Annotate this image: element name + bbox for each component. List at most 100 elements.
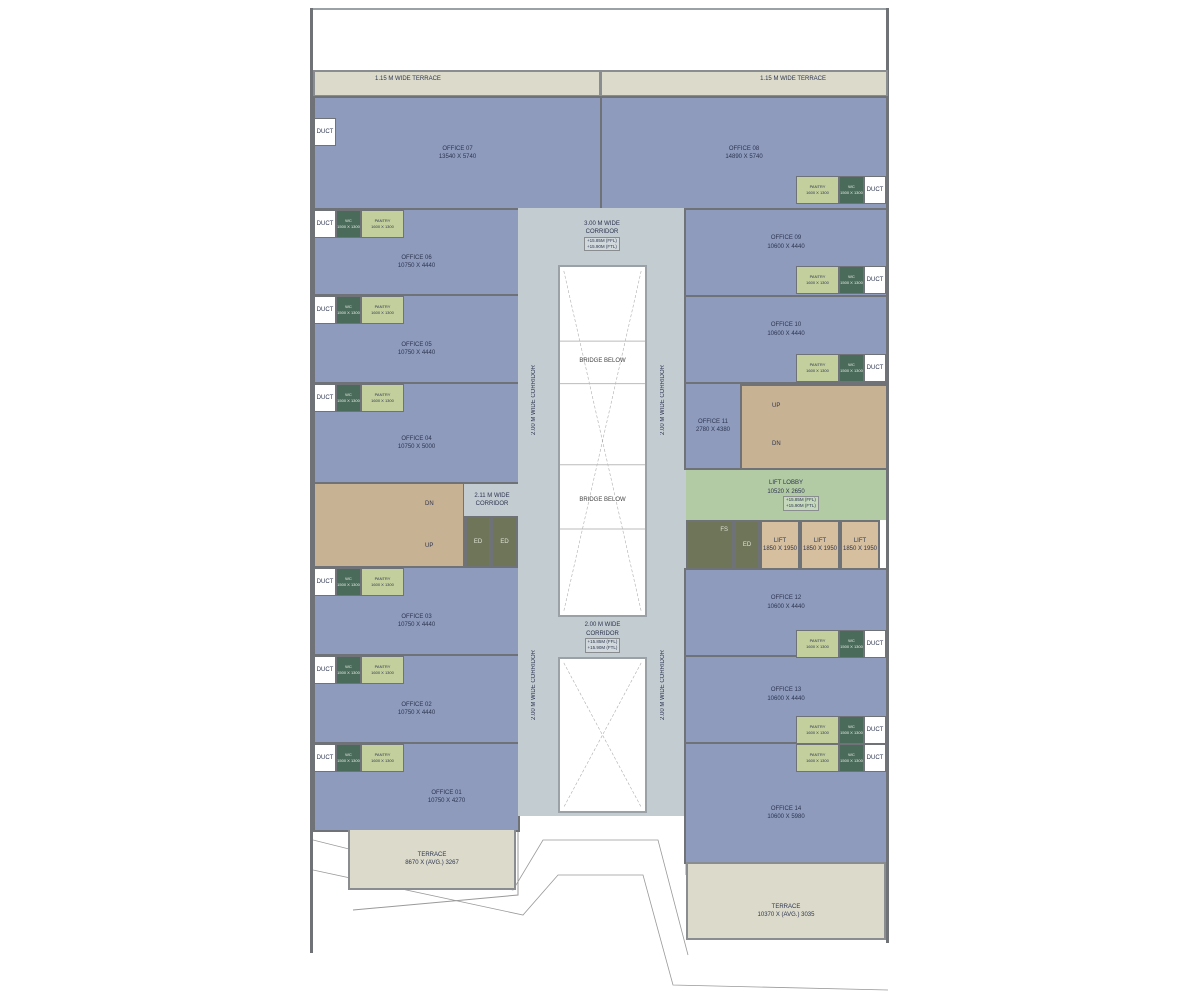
room-size: 1600 X 1300 [806,644,829,649]
room-size: 1600 X 1300 [806,758,829,763]
corridor-label: 2.00 M WIDE CORRIDOR [531,364,537,435]
duct-room: DUCT [864,176,886,204]
electrical-duct-1: ED [465,516,491,568]
room-label: WC [345,218,352,224]
room-size: 1500 X 1300 [840,368,863,373]
office-name: OFFICE 01 [431,789,462,796]
terrace-top-left: 1.15 M WIDE TERRACE [313,70,601,97]
room-label: WC [345,304,352,310]
room-size: 1500 X 1300 [337,670,360,675]
room-label: DUCT [316,128,334,135]
room-size: 1500 X 1300 [840,190,863,195]
duct-room: DUCT [864,266,886,294]
office-name: OFFICE 13 [770,687,802,694]
room-size: 1600 X 1300 [371,224,394,229]
level-marker: +15.85M (FFL)+15.90M (FTL) [584,236,620,252]
room-label: DUCT [316,220,334,227]
terrace-label: 1.15 M WIDE TERRACE [375,76,441,82]
terrace-size: 8670 X (AVG.) 3267 [405,860,459,866]
duct-room: DUCT [314,568,336,596]
duct-room: DUCT [314,656,336,684]
office-size: 10600 X 5980 [767,814,805,820]
room-label: PANTRY [374,576,391,582]
room-label: WC [848,274,855,280]
room-label: DUCT [316,306,334,313]
office-name: OFFICE 08 [728,145,760,152]
corridor-label: 2.00 M WIDE CORRIDOR [659,364,666,435]
corridor-label: 2.00 M WIDE CORRIDOR [584,622,621,637]
lift-size: 1850 X 1950 [802,546,838,552]
level-marker: +15.85M (FFL)+15.90M (FTL) [584,638,621,653]
corridor-label: 2.11 M WIDE CORRIDOR [474,492,510,507]
office-size: 14890 X 5740 [725,154,763,160]
room-label: WC [848,752,855,758]
duct-room: DUCT [864,716,886,744]
level-ffl: +15.85M (FFL) [786,497,816,503]
office-name: OFFICE 05 [401,341,432,348]
office-size: 10600 X 4440 [767,330,805,337]
office-size: 10600 X 4440 [767,243,805,250]
office-size: 10600 X 4440 [767,695,805,702]
room-label: PANTRY [374,752,391,758]
room-label: DUCT [316,578,334,585]
room-size: 1500 X 1300 [337,758,360,763]
fire-shaft: FS [686,520,734,570]
room-size: 1500 X 1300 [337,582,360,587]
room-label: PANTRY [809,274,826,280]
room-size: 1600 X 1300 [371,758,394,763]
stair-up-label: UP [425,543,434,549]
office-name: OFFICE 14 [770,805,802,812]
office-size: 2780 X 4380 [695,427,731,433]
corridor-3m: 3.00 M WIDE CORRIDOR +15.85M (FFL)+15.90… [518,210,686,265]
level-ftl: +15.90M (FTL) [587,645,618,651]
duct-room: DUCT [864,744,886,772]
corridor-right-lower: 2.00 M WIDE CORRIDOR [647,615,686,755]
office-size: 10600 X 4440 [767,603,805,610]
duct-room: DUCT [314,384,336,412]
atrium-void-lower [558,657,647,813]
stair-down-label: DN [772,441,781,447]
corridor-label: 2.00 M WIDE CORRIDOR [659,649,666,720]
room-size: 1600 X 1300 [371,398,394,403]
room-label: WC [848,362,855,368]
level-ffl: +15.85M (FFL) [587,237,617,243]
outer-wall-left [310,8,313,953]
room-size: 1500 X 1300 [337,398,360,403]
room-label: PANTRY [374,664,391,670]
room-size: 1600 X 1300 [806,190,829,195]
corridor-2-11m: 2.11 M WIDE CORRIDOR [464,484,520,516]
office-name: OFFICE 06 [401,254,432,261]
terrace-top-right: 1.15 M WIDE TERRACE [600,70,888,97]
terrace-size: 10370 X (AVG.) 3035 [757,912,815,918]
room-size: 1600 X 1300 [806,368,829,373]
room-size: 1600 X 1300 [806,730,829,735]
level-ftl: +15.90M (FTL) [587,244,617,250]
lobby-name: LIFT LOBBY [769,480,803,487]
duct-room: DUCT [314,744,336,772]
room-size: 1500 X 1300 [337,310,360,315]
duct-room: DUCT [864,354,886,382]
fs-label: FS [720,527,728,533]
room-size: 1600 X 1300 [371,582,394,587]
duct-room: DUCT [314,296,336,324]
